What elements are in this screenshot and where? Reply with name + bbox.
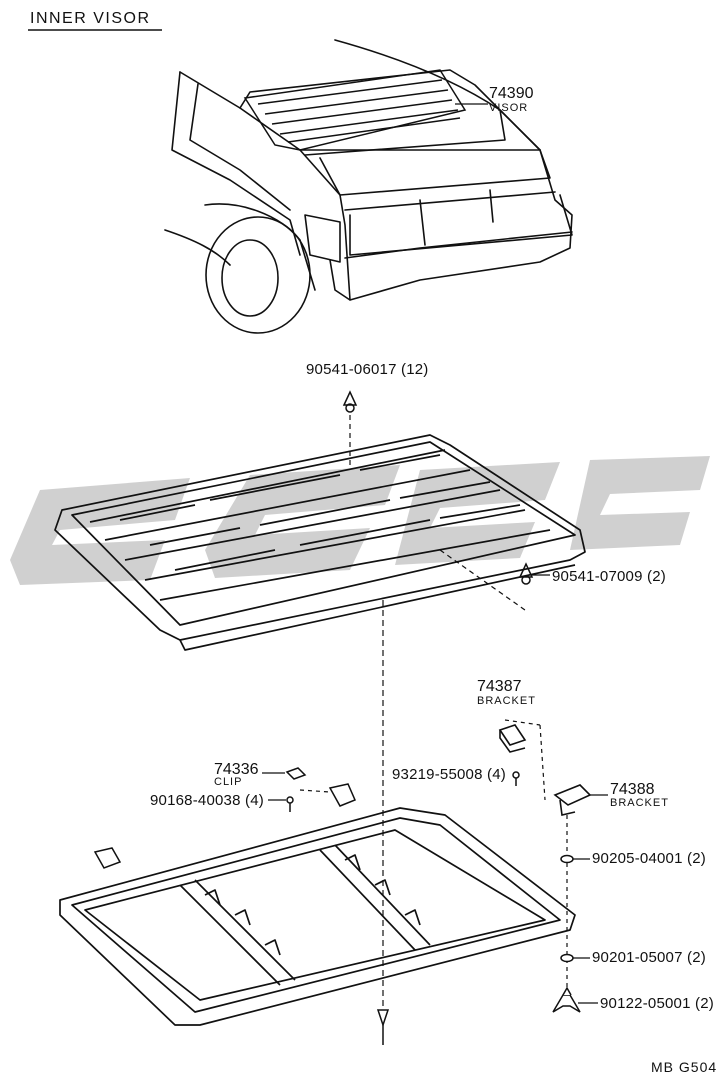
screw-icon [518,562,534,585]
washer-b-part-number: 90201-05007 (2) [592,949,706,966]
visor-panel-icon [243,69,467,151]
clip-icon [93,767,356,869]
watermark-logo [10,456,710,585]
screw-icon [286,771,520,812]
frame-icon [59,807,576,1026]
wing-nut-part-number: 90122-05001 (2) [600,995,714,1012]
visor-panel-icon [54,434,586,651]
visor-part-name: VISOR [489,102,529,114]
clip-part-number: 74336 [214,761,259,778]
drawing-code: MB G504 [651,1059,718,1075]
visor-part-number: 74390 [489,85,534,102]
bracket-icon [553,784,592,816]
bracket-lower-part-number: 74388 [610,781,655,798]
screw-icon [342,390,358,413]
screw-top-part-number: 90541-06017 (12) [306,361,429,378]
screw-side-part-number: 90541-07009 (2) [552,568,666,585]
washer-a-part-number: 90205-04001 (2) [592,850,706,867]
screw-bracket-part-number: 93219-55008 (4) [392,766,506,783]
bolt-clip-part-number: 90168-40038 (4) [150,792,264,809]
screw-icon [376,1009,390,1045]
wing-nut-icon [552,986,581,1013]
bracket-icon [498,724,527,753]
car-rear-icon [164,39,573,334]
bracket-upper-part-number: 74387 [477,678,522,695]
section-title: INNER VISOR [30,10,151,27]
bracket-upper-part-name: BRACKET [477,695,536,707]
clip-part-name: CLIP [214,776,243,788]
bracket-lower-part-name: BRACKET [610,797,669,809]
